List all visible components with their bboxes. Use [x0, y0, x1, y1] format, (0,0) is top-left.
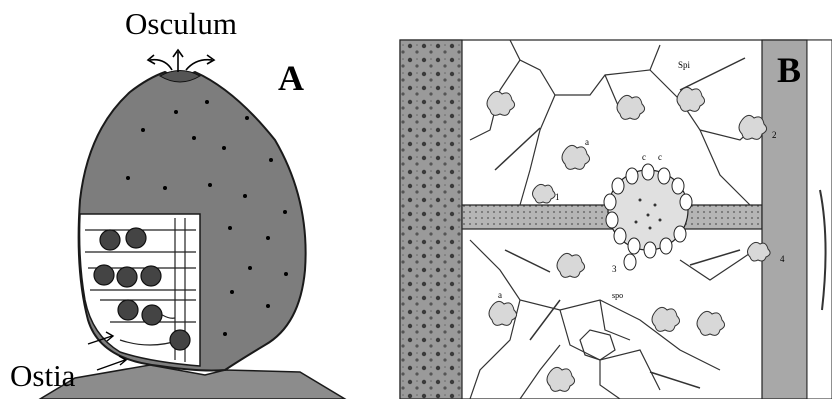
annotation-spo: spo	[612, 291, 623, 300]
panel-b: B Spi a c c 1 2 3 4 a spo	[400, 40, 832, 399]
left-wall	[400, 40, 462, 399]
annotation-4: 4	[780, 254, 785, 264]
panel-b-letter: B	[777, 50, 801, 90]
annotation-3: 3	[612, 264, 617, 274]
right-wall	[762, 40, 807, 399]
annotation-a-top: a	[585, 137, 589, 147]
far-right-wall	[807, 40, 832, 399]
ostia-label: Ostia	[10, 358, 76, 393]
osculum-label: Osculum	[125, 6, 237, 41]
annotation-c-1: c	[642, 152, 646, 162]
osculum-arrows	[148, 50, 214, 72]
panel-a: Osculum A Ostia	[10, 6, 345, 399]
annotation-spi: Spi	[678, 60, 691, 70]
panel-a-letter: A	[278, 58, 304, 98]
annotation-c-2: c	[658, 152, 662, 162]
annotation-a-bottom: a	[498, 290, 502, 300]
annotation-2: 2	[772, 130, 777, 140]
annotation-1: 1	[555, 192, 560, 202]
